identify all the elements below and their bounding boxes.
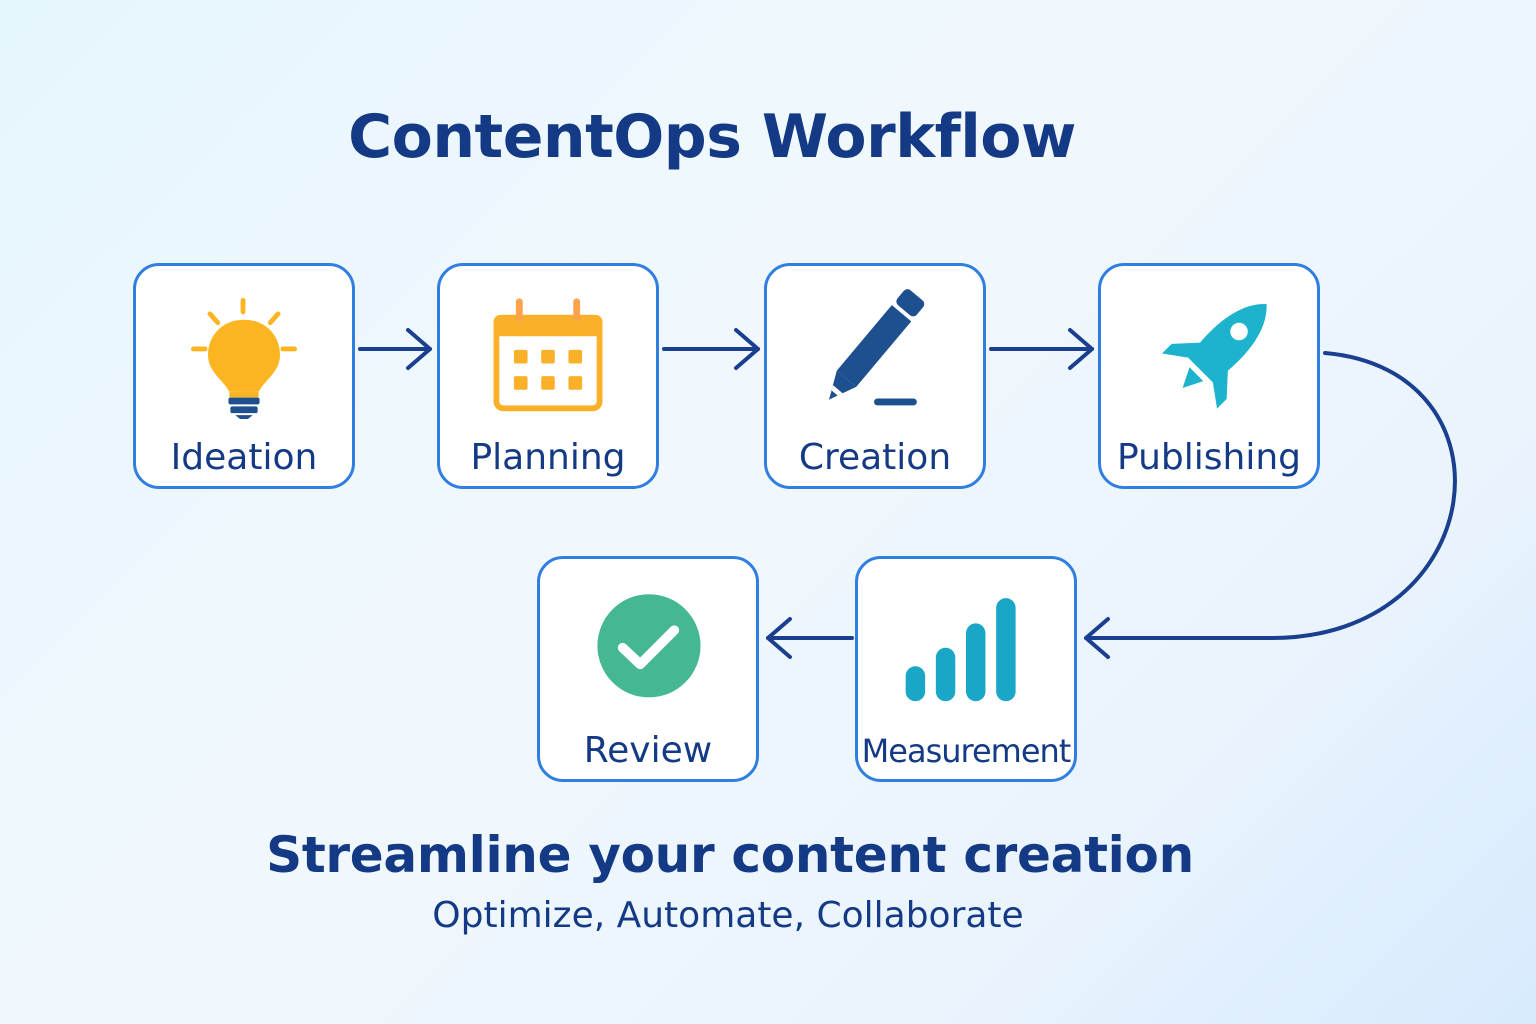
arrow-measurement-to-review [766, 617, 854, 659]
diagram-title: ContentOps Workflow [348, 102, 1076, 172]
checkmark-icon [597, 594, 701, 698]
step-label: Creation [798, 437, 952, 478]
step-label: Review [583, 730, 713, 771]
step-label: Measurement [861, 732, 1072, 770]
step-card-publishing: Publishing [1098, 263, 1320, 489]
pencil-icon [828, 289, 925, 406]
lightbulb-icon [190, 297, 298, 419]
calendar-icon [493, 298, 603, 412]
arrow-publishing-to-measurement [1084, 351, 1457, 659]
tagline: Streamline your content creation [266, 826, 1194, 884]
step-card-review: Review [537, 556, 759, 782]
step-card-creation: Creation [764, 263, 986, 489]
step-card-ideation: Ideation [133, 263, 355, 489]
step-label: Ideation [170, 437, 318, 478]
arrow-creation-to-publishing [989, 328, 1094, 370]
sub-tagline: Optimize, Automate, Collaborate [432, 895, 1024, 936]
step-label: Planning [470, 437, 626, 478]
arrow-ideation-to-planning [358, 328, 432, 370]
step-card-planning: Planning [437, 263, 659, 489]
step-card-measurement: Measurement [855, 556, 1077, 782]
rocket-icon [1161, 304, 1267, 409]
step-label: Publishing [1117, 437, 1301, 478]
arrow-planning-to-creation [662, 328, 760, 370]
bar-chart-icon [905, 598, 1016, 702]
